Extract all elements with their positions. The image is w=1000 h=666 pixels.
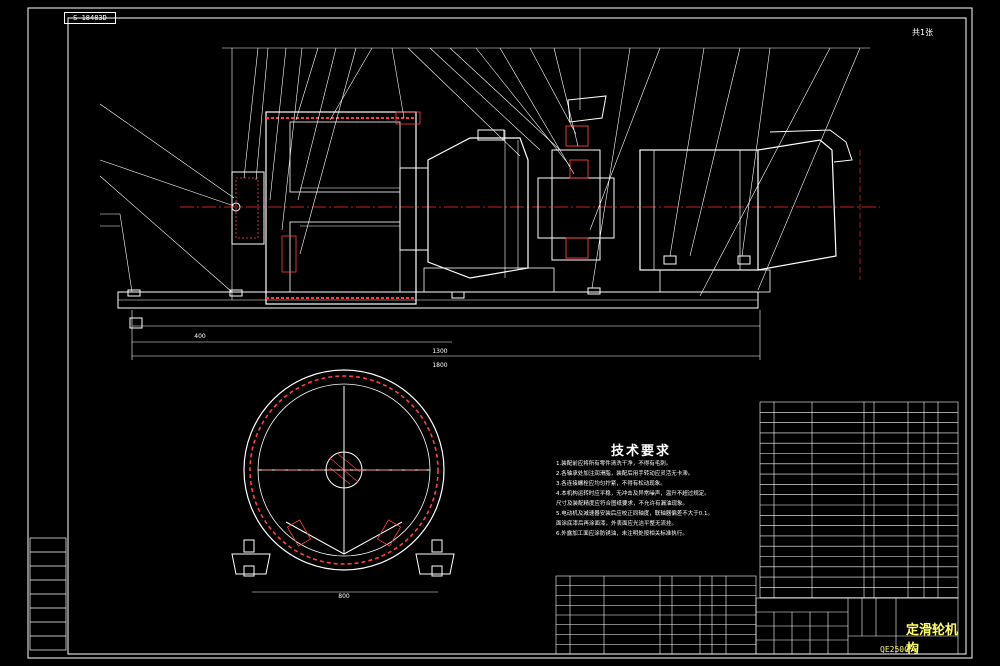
- coupling: [537, 177, 615, 239]
- tech-line: 5.电动机及减速器安装后应校正同轴度，联轴器偏差不大于0.1。: [556, 511, 713, 517]
- title-block: [755, 597, 959, 655]
- sheet-count-label: 共1张: [912, 28, 934, 37]
- dim-left: 400: [194, 333, 206, 340]
- sheet-frame: [27, 7, 973, 659]
- dim-total: 1800: [432, 362, 447, 369]
- technical-requirements: 技术要求 1.装配前应将所有零件清洗干净，不得有毛刺。 2.各轴承处加注润滑脂，…: [556, 440, 713, 539]
- drawing-title: 定滑轮机构: [906, 623, 959, 657]
- drawing-code: QE250C.3: [880, 645, 919, 654]
- drum-outer: [243, 369, 445, 571]
- drawing-tag: S-18483D: [64, 12, 116, 24]
- parts-list-lower: [555, 575, 757, 655]
- tech-line: 尺寸及装配精度应符合图纸要求，不允许有漏油现象。: [556, 501, 689, 507]
- tech-line: 2.各轴承处加注润滑脂，装配后用手转动应灵活无卡滞。: [556, 471, 694, 477]
- drum: [265, 111, 417, 305]
- tech-line: 3.各连接螺栓应均匀拧紧，不得有松动现象。: [556, 481, 666, 487]
- leader-lines: [99, 47, 870, 300]
- tech-line: 6.外露加工面应涂防锈油，未注明处按相关标准执行。: [556, 531, 688, 537]
- tech-line: 面涂底漆后再涂面漆，外表面应光洁平整无流挂。: [556, 521, 678, 527]
- reducer: [427, 137, 529, 279]
- left-stamp-table: [29, 537, 67, 651]
- tech-title: 技术要求: [610, 444, 671, 459]
- tech-line: 4.本机构运转时应平稳，无冲击及异常噪声，温升不超过规定。: [556, 491, 710, 497]
- parts-list-upper: [759, 401, 959, 599]
- dim-overall: 1300: [432, 348, 447, 355]
- main-view: [99, 47, 880, 360]
- dim-drum: 800: [338, 593, 350, 600]
- section-view: [231, 369, 455, 593]
- inner-frame: [67, 17, 967, 655]
- tech-line: 1.装配前应将所有零件清洗干净，不得有毛刺。: [556, 461, 672, 467]
- dimension-lines: [131, 310, 761, 360]
